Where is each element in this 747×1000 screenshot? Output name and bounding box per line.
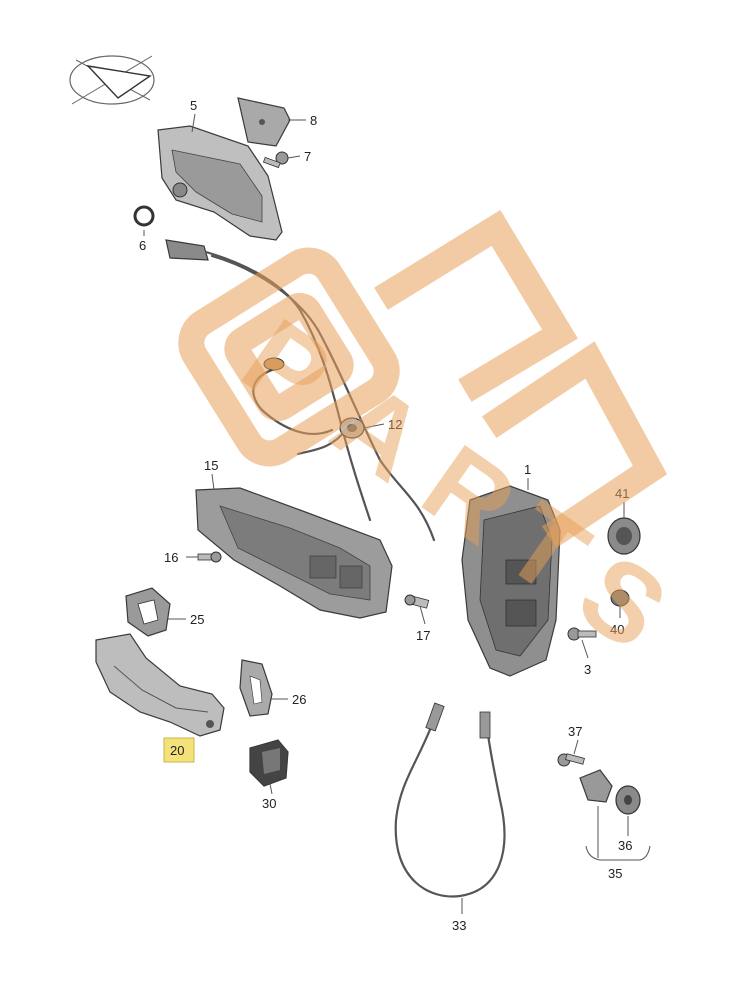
callout-30: 30 — [262, 796, 276, 811]
part-8-cover — [237, 97, 291, 147]
callout-20-highlighted: 20 — [163, 737, 195, 763]
callout-8: 8 — [310, 113, 317, 128]
callout-16: 16 — [164, 550, 178, 565]
watermark-logo: P A R T S — [178, 210, 688, 674]
part-41-grommet — [607, 517, 641, 555]
part-26-gasket — [239, 659, 273, 717]
part-1-door-lock — [461, 485, 561, 677]
part-5-housing — [157, 125, 283, 241]
part-16-screw — [197, 551, 222, 563]
callout-6: 6 — [139, 238, 146, 253]
part-35-bracket — [579, 769, 613, 803]
callout-35: 35 — [608, 866, 622, 881]
callout-26: 26 — [292, 692, 306, 707]
callout-25: 25 — [190, 612, 204, 627]
callout-15: 15 — [204, 458, 218, 473]
callout-20: 20 — [170, 743, 184, 758]
callout-7: 7 — [304, 149, 311, 164]
callout-3: 3 — [584, 662, 591, 677]
callout-12: 12 — [388, 417, 402, 432]
part-36-washer — [615, 785, 641, 815]
part-6-ring — [133, 205, 155, 227]
callout-5: 5 — [190, 98, 197, 113]
part-17-screw — [404, 594, 430, 609]
direction-indicator-icon — [69, 55, 155, 105]
part-15-carrier — [195, 487, 393, 619]
callout-33: 33 — [452, 918, 466, 933]
part-7-screw — [262, 151, 289, 169]
callout-36: 36 — [618, 838, 632, 853]
part-30-cap — [249, 739, 289, 787]
callout-40: 40 — [610, 622, 624, 637]
leader-lines — [143, 113, 651, 914]
part-25-gasket — [125, 587, 171, 637]
part-33-release-cable — [394, 702, 506, 898]
part-3-screw — [567, 627, 597, 641]
part-37-screw — [557, 753, 585, 767]
callout-17: 17 — [416, 628, 430, 643]
part-20-outer-handle — [95, 633, 225, 737]
callout-labels: 5 8 7 6 12 15 1 41 16 25 17 40 3 26 20 3… — [139, 98, 632, 933]
callout-37: 37 — [568, 724, 582, 739]
callout-1: 1 — [524, 462, 531, 477]
